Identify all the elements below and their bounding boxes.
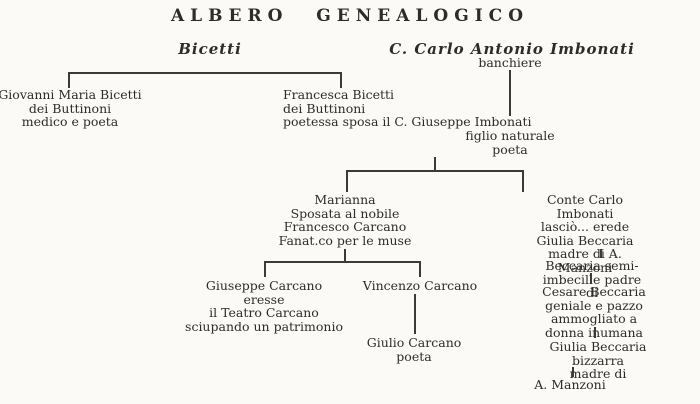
node-giuseppe-imbonati: figlio naturale poeta <box>465 128 555 157</box>
node-giulio-carcano: Giulio Carcano poeta <box>366 335 462 364</box>
node-francesca-bicetti: Francesca Bicetti dei Buttinoni poetessa… <box>283 87 532 129</box>
node-cesare-beccaria: Cesare Beccaria geniale e pazzo ammoglia… <box>542 284 646 340</box>
connector-carcano-bar <box>264 261 421 263</box>
node-marianna: Marianna Sposata al nobile Francesco Car… <box>278 192 412 248</box>
node-giulia-beccaria: Giulia Beccaria bizzarra madre di <box>549 339 647 381</box>
node-giuseppe-carcano: Giuseppe Carcano eresse il Teatro Carcan… <box>185 278 343 334</box>
connector-cesare-giulia <box>594 327 596 338</box>
node-vincenzo-carcano: Vincenzo Carcano <box>362 278 478 293</box>
connector-imbonati-giuseppe <box>509 70 511 116</box>
node-banchiere: banchiere <box>478 55 542 70</box>
node-beccaria-padre: Beccaria semi-imbecille padre di <box>542 258 642 300</box>
connector-drop-marianna <box>346 170 348 192</box>
connector-drop-francesca <box>340 72 342 88</box>
family-heading-imbonati: C. Carlo Antonio Imbonati <box>389 40 635 58</box>
connector-drop-giuseppe-carcano <box>264 261 266 277</box>
connector-vincenzo-giulio <box>414 294 416 334</box>
connector-marianna-stem <box>344 249 346 261</box>
connector-couple-stem <box>434 157 436 170</box>
family-heading-bicetti: Bicetti <box>178 40 242 58</box>
connector-drop-conte-carlo <box>522 170 524 192</box>
connector-bicetti-bar <box>68 72 342 74</box>
connector-beccaria-cesare <box>590 273 592 284</box>
node-a-manzoni: A. Manzoni <box>534 377 606 392</box>
connector-carlo-beccaria <box>600 249 602 258</box>
connector-couple-bar <box>346 170 524 172</box>
node-giovanni-maria-bicetti: Giovanni Maria Bicetti dei Buttinoni med… <box>0 87 142 129</box>
page-title: ALBERO GENEALOGICO <box>170 6 530 26</box>
node-conte-carlo-imbonati: Conte Carlo Imbonati lasciò... erede Giu… <box>536 192 634 275</box>
connector-giulia-manzoni <box>572 367 574 377</box>
connector-drop-vincenzo <box>419 261 421 277</box>
connector-drop-giovanni <box>68 72 70 88</box>
